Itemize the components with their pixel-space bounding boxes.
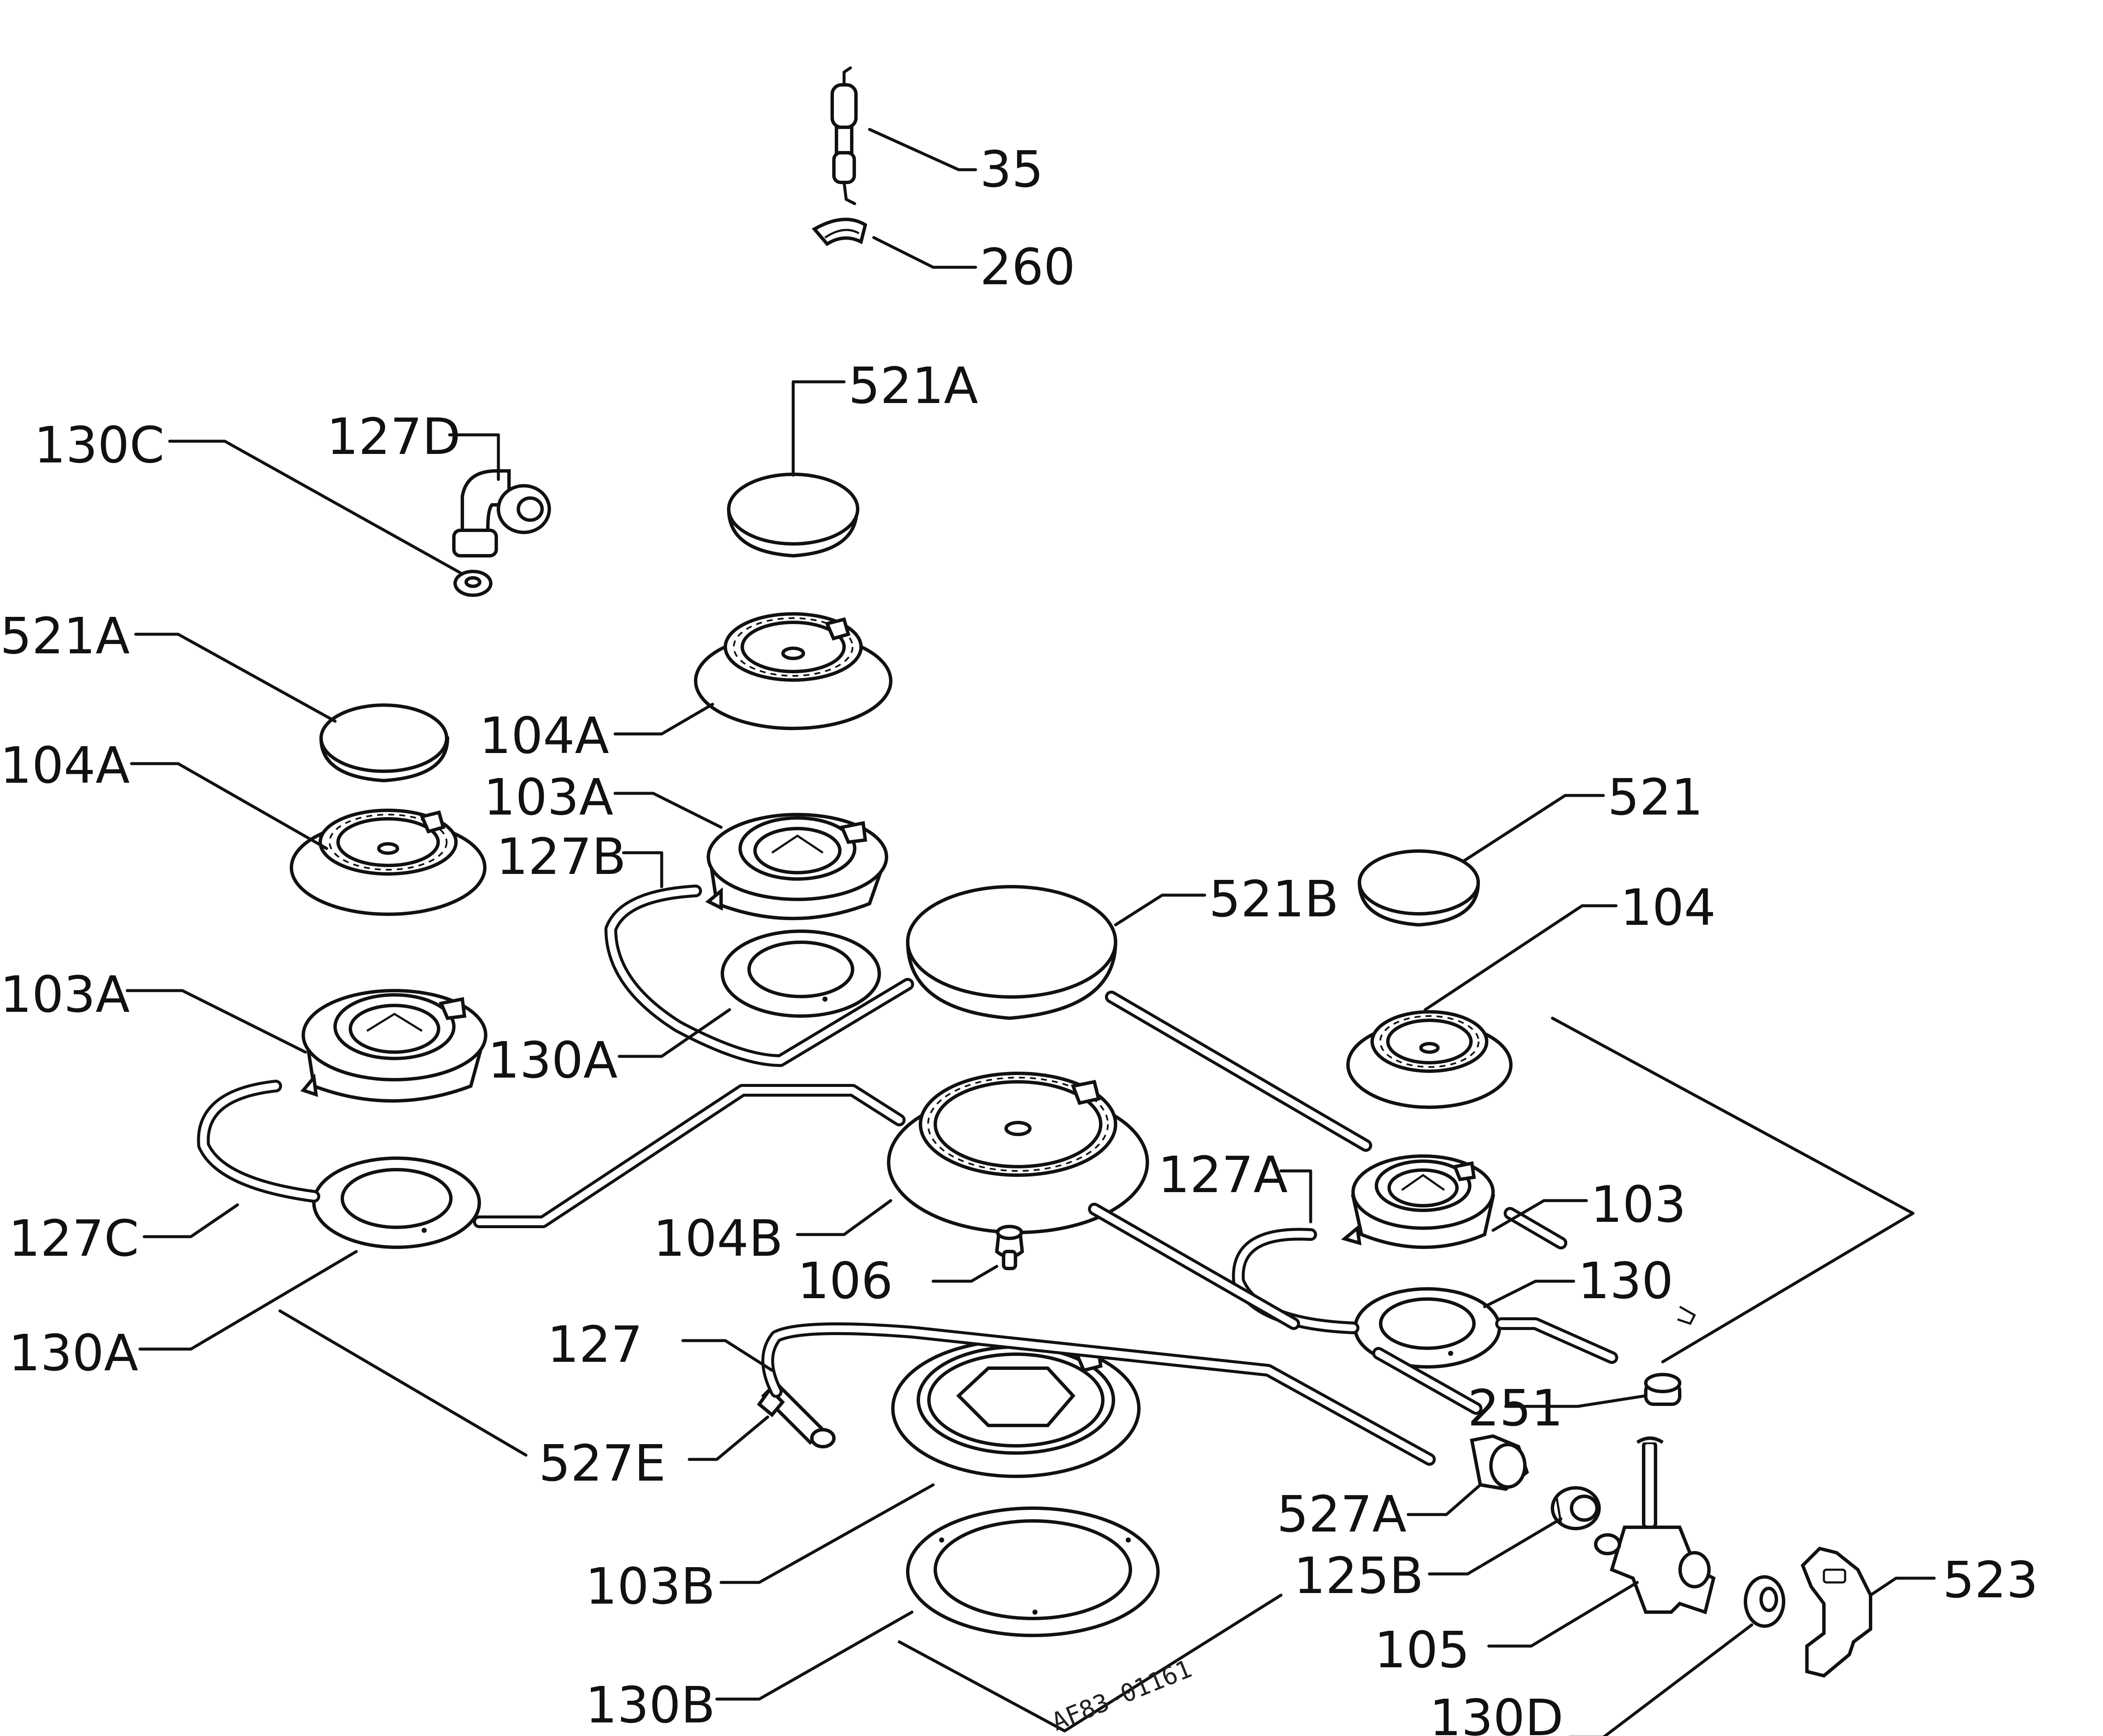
label-103: 103 (1591, 1175, 1686, 1234)
label-103A-mid: 103A (484, 768, 613, 826)
label-105: 105 (1374, 1621, 1470, 1679)
part-103A-body-left (300, 989, 487, 1103)
drawing-reference-stamp: AF83-01161 (1048, 1654, 1196, 1736)
leader-lines (126, 128, 1936, 1736)
label-130A-mid: 130A (488, 1031, 618, 1089)
label-130C: 130C (34, 416, 165, 474)
part-104A-burner-mid (694, 612, 892, 730)
label-130A-left: 130A (8, 1324, 138, 1382)
label-527E: 527E (539, 1434, 666, 1492)
part-130-ring (1354, 1287, 1501, 1369)
gas-tubes (197, 885, 1618, 1466)
label-104: 104 (1620, 878, 1716, 937)
label-251: 251 (1468, 1379, 1563, 1437)
part-523-bracket (1801, 1546, 1872, 1678)
label-127: 127 (547, 1315, 643, 1374)
label-527A: 527A (1277, 1485, 1407, 1543)
part-screw (1677, 1305, 1696, 1325)
label-35: 35 (980, 140, 1043, 199)
part-103A-body-mid (705, 813, 888, 920)
part-labels: 35 260 521A 130C 127D 521A 104A 104A 103… (0, 140, 2038, 1736)
part-104-burner (1346, 1010, 1513, 1109)
label-521B: 521B (1209, 870, 1339, 928)
part-527A-nut (1470, 1434, 1529, 1491)
part-35-ignition-electrode (831, 66, 858, 205)
part-521B-cap-large (906, 885, 1118, 1020)
label-523: 523 (1943, 1551, 2038, 1609)
part-105-gas-tap (1594, 1436, 1716, 1615)
part-130A-ring-left (312, 1156, 481, 1249)
part-130A-ring-mid (721, 930, 881, 1018)
label-106: 106 (797, 1252, 893, 1310)
label-127D: 127D (327, 407, 461, 466)
part-521A-cap-top (727, 473, 859, 558)
label-104A-left: 104A (0, 736, 130, 795)
part-260-clip (811, 218, 867, 246)
part-125B-fitting (1551, 1486, 1601, 1530)
label-125B: 125B (1294, 1546, 1423, 1605)
label-130B: 130B (585, 1676, 715, 1734)
label-130: 130 (1578, 1252, 1673, 1310)
label-521A-top: 521A (848, 356, 978, 415)
label-127A: 127A (1158, 1145, 1288, 1204)
part-104A-burner-left (290, 809, 487, 916)
part-103B-body-large (891, 1339, 1141, 1478)
label-521: 521 (1608, 768, 1703, 826)
label-127B: 127B (496, 827, 626, 886)
label-104B: 104B (653, 1209, 783, 1268)
part-103-body (1341, 1154, 1495, 1249)
label-104A-mid: 104A (479, 706, 609, 765)
part-251-bush (1644, 1373, 1681, 1406)
label-130D: 130D (1429, 1688, 1563, 1736)
label-103B: 103B (585, 1557, 715, 1616)
part-130B-ring-large (906, 1506, 1160, 1637)
label-521A-left: 521A (0, 607, 130, 665)
part-106-injector (995, 1225, 1024, 1270)
part-130C-washer (453, 570, 492, 597)
part-521A-cap-left (319, 703, 450, 783)
label-127C: 127C (8, 1209, 139, 1268)
part-127D-elbow (452, 469, 551, 557)
part-130D-washer (1744, 1575, 1785, 1628)
label-103A-left: 103A (0, 965, 130, 1024)
label-260: 260 (980, 238, 1075, 296)
part-104B-burner-large (887, 1072, 1149, 1234)
assembly-frame-lines (278, 1016, 1915, 1733)
part-521-cap (1357, 849, 1480, 927)
